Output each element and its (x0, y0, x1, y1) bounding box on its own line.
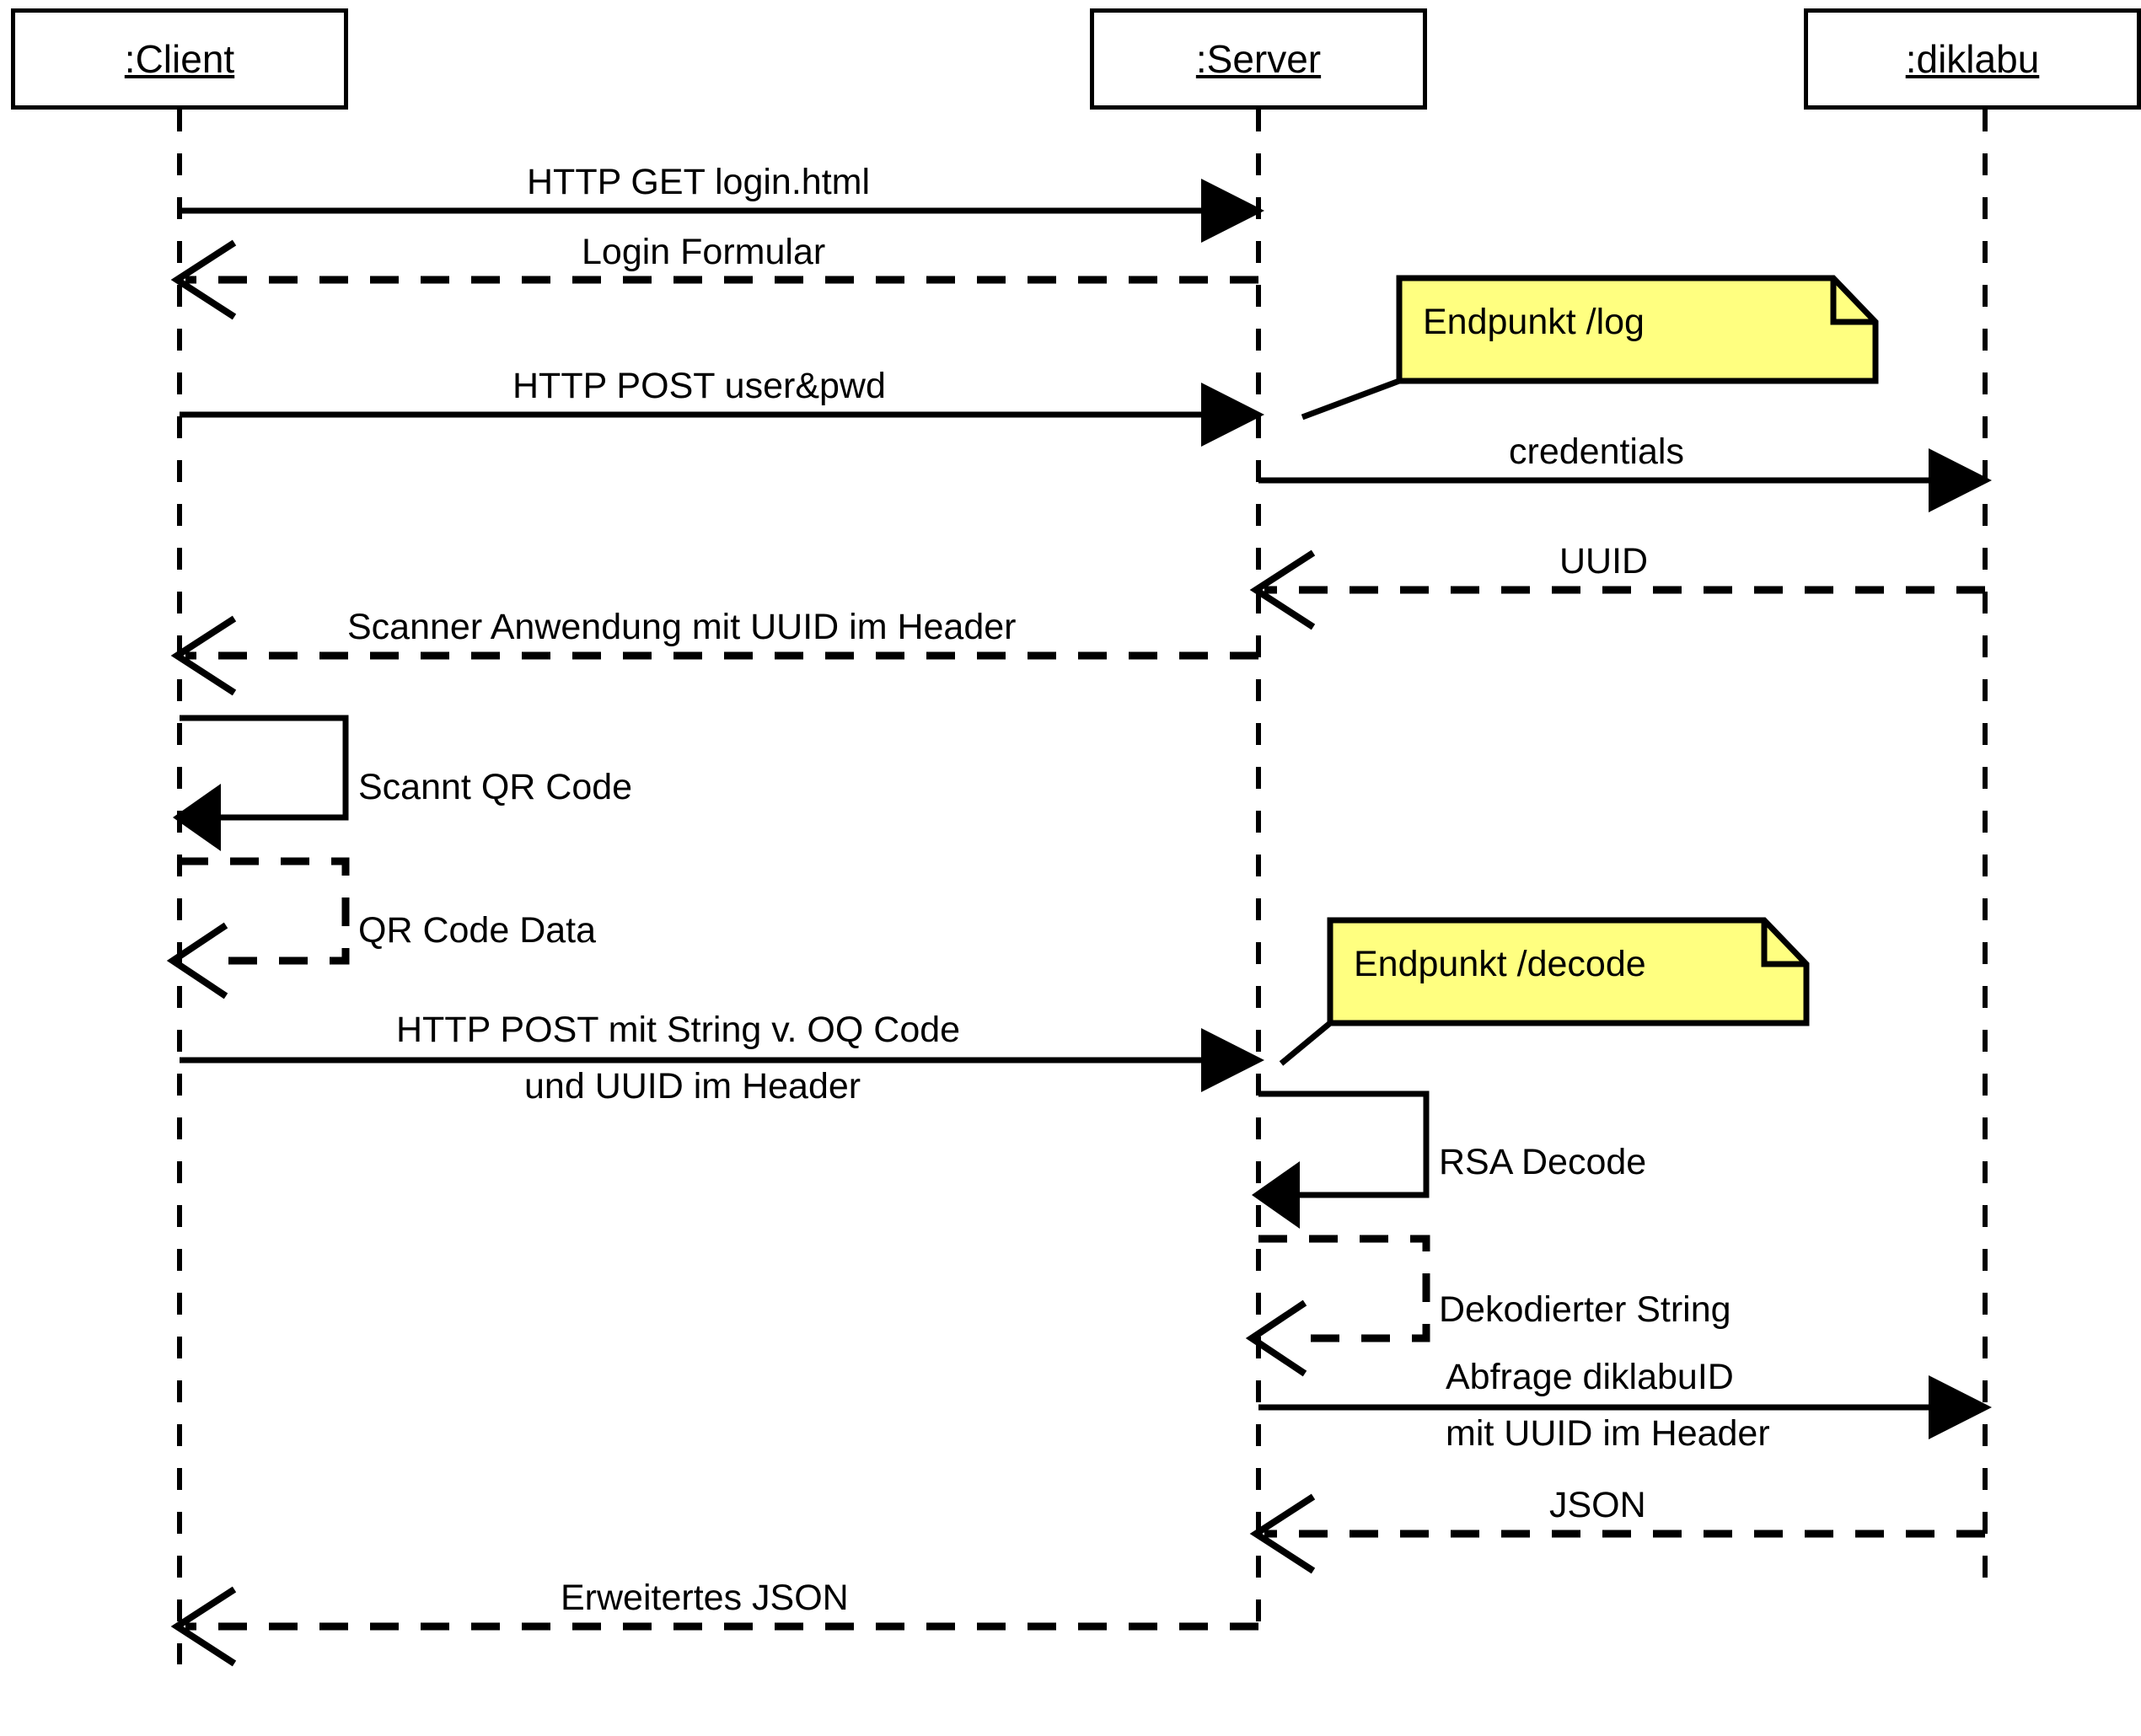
lifeline-label-diklabu: :diklabu (1905, 37, 2040, 81)
lifeline-head-client[interactable]: :Client (11, 8, 348, 110)
message-arrow-json (1249, 1493, 1985, 1574)
self-call-rsa-decode (1252, 1090, 1430, 1229)
message-label-scanner-anwendung: Scanner Anwendung mit UUID im Header (347, 607, 1017, 647)
lifeline-head-server[interactable]: :Server (1090, 8, 1427, 110)
self-return-qr-code-data (166, 857, 350, 999)
note-endpunkt-decode[interactable] (1327, 917, 1810, 1026)
note-endpunkt-log[interactable] (1396, 275, 1879, 384)
message-label-uuid: UUID (1559, 541, 1649, 581)
message-arrow-login-formular (170, 239, 1258, 320)
lifeline-head-diklabu[interactable]: :diklabu (1804, 8, 2141, 110)
message-label-dekodierter-string: Dekodierter String (1439, 1289, 1731, 1330)
message-arrow-http-get (180, 179, 1264, 243)
note-connector-endpunkt-decode (1279, 1021, 1333, 1066)
message-arrow-abfrage-diklabuid (1258, 1375, 1992, 1439)
lifeline-label-server: :Server (1195, 37, 1322, 81)
message-label-json: JSON (1549, 1485, 1646, 1525)
message-arrow-scanner-anwendung (170, 615, 1258, 696)
lifeline-label-client: :Client (124, 37, 235, 81)
message-label-rsa-decode: RSA Decode (1439, 1142, 1647, 1182)
message-label-abfrage-diklabuid-line1: Abfrage diklabuID (1446, 1357, 1734, 1397)
message-label-credentials: credentials (1509, 431, 1684, 472)
message-label-http-post-credentials: HTTP POST user&pwd (512, 366, 886, 406)
message-arrow-erweitertes-json (170, 1586, 1258, 1667)
message-label-qr-code-data: QR Code Data (358, 910, 597, 951)
message-label-http-get: HTTP GET login.html (527, 162, 871, 202)
message-label-abfrage-diklabuid-line2: mit UUID im Header (1446, 1413, 1770, 1454)
note-connector-endpunkt-log (1301, 378, 1401, 421)
message-arrow-http-post-decode (180, 1028, 1264, 1092)
note-label-endpunkt-log: Endpunkt /log (1423, 302, 1645, 342)
message-label-scannt-qr-code: Scannt QR Code (358, 767, 633, 807)
message-arrow-credentials (1258, 448, 1992, 512)
note-label-endpunkt-decode: Endpunkt /decode (1354, 944, 1646, 984)
self-call-scannt-qr-code (173, 715, 349, 851)
message-label-http-post-decode-line2: und UUID im Header (524, 1066, 861, 1106)
message-label-erweitertes-json: Erweitertes JSON (561, 1578, 849, 1618)
message-arrow-http-post-credentials (180, 383, 1264, 447)
message-label-login-formular: Login Formular (582, 232, 826, 272)
message-arrow-uuid (1249, 549, 1985, 630)
self-return-dekodierter-string (1245, 1235, 1430, 1377)
message-label-http-post-decode-line1: HTTP POST mit String v. OQ Code (396, 1010, 961, 1050)
